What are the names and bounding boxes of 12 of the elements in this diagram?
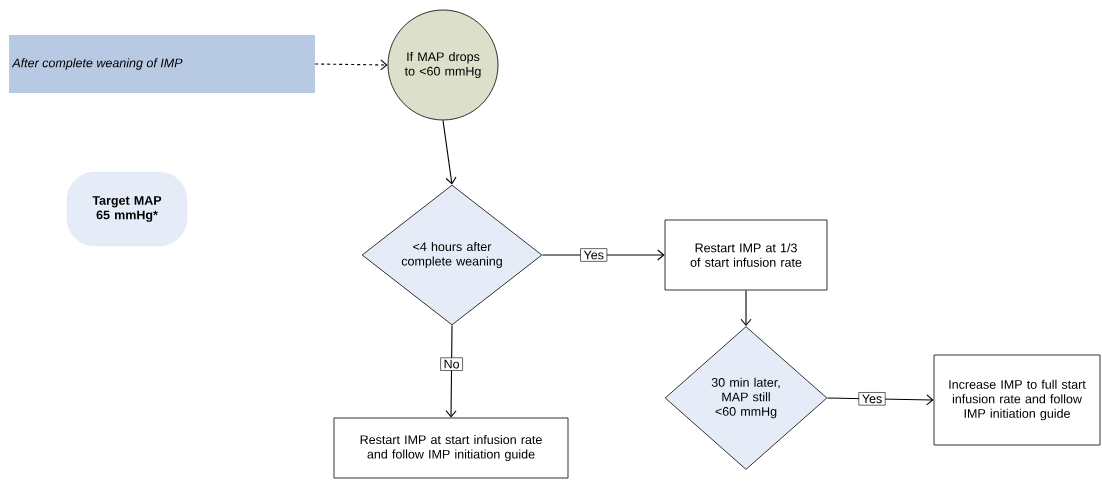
edge-label: No (440, 357, 463, 371)
target-badge: Target MAP 65 mmHg* (66, 171, 188, 247)
arrow (442, 119, 457, 185)
arrow (445, 324, 457, 418)
process-box: Restart IMP at start infusion rate and follow IMP initiation guide (333, 417, 569, 479)
arrow (740, 289, 752, 327)
edge-label: Yes (858, 392, 886, 406)
process-box: Restart IMP at 1/3 of start infusion rate (664, 219, 828, 291)
process-box: Increase IMP to full start infusion rate and follow IMP initiation guide (933, 354, 1101, 446)
arrow (314, 59, 388, 71)
banner: After complete weaning of IMP (9, 35, 315, 93)
edge-label: Yes (580, 248, 608, 262)
